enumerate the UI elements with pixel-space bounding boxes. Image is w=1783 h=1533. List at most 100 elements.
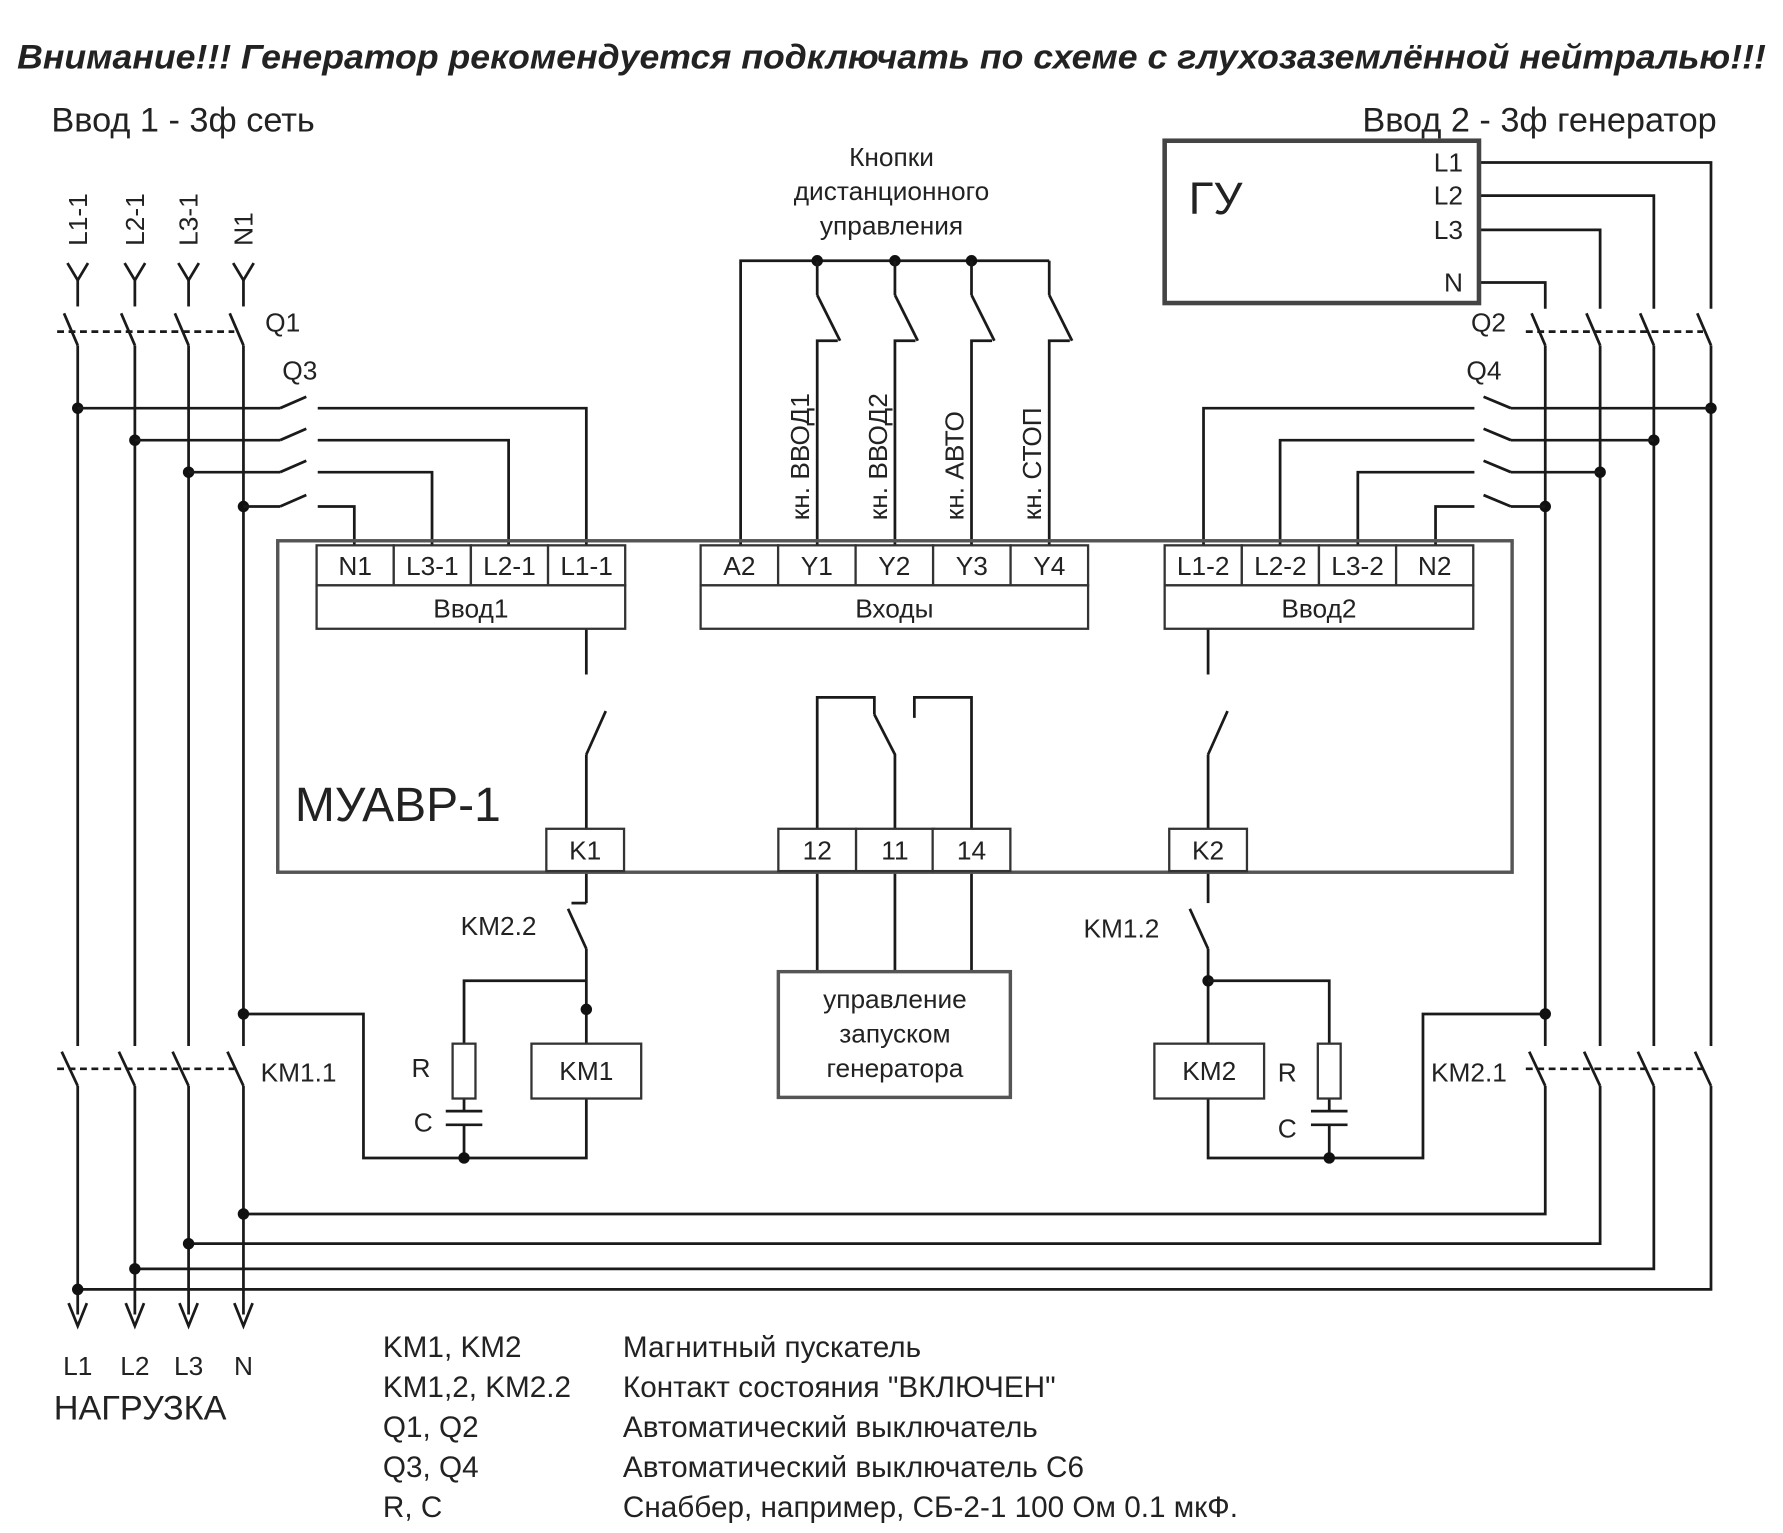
terminal-label: K1 — [569, 836, 601, 866]
terminal-label: L3-1 — [406, 551, 459, 581]
q4-contact — [1483, 459, 1512, 474]
terminal — [854, 827, 935, 873]
km21-contact — [1582, 1051, 1602, 1087]
wire — [188, 1085, 1602, 1246]
vvod1-block — [315, 584, 627, 630]
q2-contact — [1530, 312, 1547, 346]
k2-contact — [1206, 710, 1229, 756]
wire — [1278, 438, 1475, 547]
buttons-caption: дистанционного — [794, 176, 990, 206]
legend-code: R, C — [383, 1491, 442, 1524]
km22-contact — [566, 908, 588, 950]
terminal-label: N2 — [1418, 551, 1452, 581]
junction-dot — [72, 1283, 84, 1296]
button-contact — [893, 294, 920, 342]
q4-contact — [1483, 427, 1512, 442]
input2-label: Ввод 2 - 3ф генератор — [1362, 102, 1716, 140]
q4-label: Q4 — [1466, 356, 1501, 386]
terminal-label: Y1 — [801, 551, 833, 581]
wire — [1478, 281, 1547, 307]
load-phase: L1 — [63, 1351, 92, 1381]
input1-label: Ввод 1 - 3ф сеть — [51, 102, 314, 140]
terminal-label: 12 — [803, 836, 832, 866]
q1-contact — [228, 312, 245, 346]
gen-control-text: запуском — [839, 1019, 950, 1049]
wire — [317, 438, 510, 547]
button-contact — [815, 294, 842, 342]
km11-contact — [171, 1051, 190, 1087]
legend-desc: Снаббер, например, СБ-2-1 100 Ом 0.1 мкФ… — [623, 1491, 1238, 1524]
generator-unit-label: ГУ — [1189, 173, 1244, 224]
button-contact — [1048, 294, 1074, 342]
gen-phase: L3 — [1434, 215, 1463, 245]
q1-contact — [62, 312, 79, 346]
input1-phase: N1 — [229, 212, 259, 246]
q3-label: Q3 — [282, 356, 317, 386]
terminal-label: Y3 — [956, 551, 988, 581]
km2-label: KM2 — [1182, 1056, 1236, 1086]
q2-contact — [1585, 312, 1602, 346]
vvod1-block-label: Ввод1 — [433, 593, 508, 623]
wire — [1047, 339, 1070, 547]
load-arrow — [67, 1302, 89, 1330]
q4-contact — [1483, 395, 1512, 410]
legend-code: Q1, Q2 — [383, 1411, 479, 1444]
input-terminal — [66, 262, 90, 283]
load-arrow — [178, 1302, 200, 1330]
q1-contact — [173, 312, 190, 346]
q2-contact — [1696, 312, 1713, 346]
terminal-label: 14 — [957, 836, 986, 866]
terminal — [1317, 544, 1398, 587]
device-name: МУАВР-1 — [295, 779, 501, 832]
km1-coil — [530, 1042, 643, 1100]
wire — [1208, 979, 1331, 1044]
terminal — [1168, 827, 1249, 873]
km11-label: KM1.1 — [261, 1057, 337, 1087]
load-phase: L3 — [174, 1351, 203, 1381]
wire — [912, 695, 973, 829]
terminal-label: 11 — [881, 836, 908, 866]
vvod2-block — [1163, 584, 1475, 630]
legend-code: KM1, KM2 — [383, 1331, 522, 1364]
terminal — [1163, 544, 1243, 587]
wire — [970, 339, 993, 547]
terminal — [931, 827, 1012, 873]
warning-title: Внимание!!! Генератор рекомендуется подк… — [17, 39, 1766, 77]
terminal — [931, 544, 1012, 587]
wire — [1202, 406, 1475, 547]
legend-desc: Автоматический выключатель — [623, 1411, 1038, 1444]
junction-dot — [237, 1208, 250, 1220]
junction-dot — [580, 1003, 593, 1016]
wire — [1478, 161, 1713, 307]
wire — [243, 1085, 1547, 1216]
wire — [134, 1085, 1656, 1271]
junction-dot — [811, 255, 823, 267]
inputs-block-label: Входы — [855, 593, 933, 623]
gen-control-text: управление — [823, 984, 967, 1014]
wire — [317, 406, 588, 547]
relay-contact — [873, 713, 897, 829]
junction-dot — [129, 434, 141, 446]
load-phase: N — [234, 1351, 253, 1381]
terminal-label: L2-1 — [483, 551, 536, 581]
wire — [243, 1012, 588, 1160]
generator-unit — [1162, 138, 1482, 306]
terminal-label: L3-2 — [1331, 551, 1384, 581]
terminal-label: A2 — [723, 551, 755, 581]
vvod2-block-label: Ввод2 — [1281, 593, 1356, 623]
terminal-label: N1 — [338, 551, 372, 581]
km11-contact — [226, 1051, 245, 1087]
legend: KM1, KM2 Магнитный пускатель KM1,2, KM2.… — [383, 1331, 1238, 1524]
km2-coil — [1153, 1042, 1266, 1100]
km12-label: KM1.2 — [1084, 913, 1160, 943]
junction-dot — [129, 1263, 141, 1275]
input1-phase: L1-1 — [63, 193, 93, 246]
q2-label: Q2 — [1471, 308, 1506, 338]
q1-label: Q1 — [265, 308, 300, 338]
q3-contact — [279, 427, 307, 442]
terminal-label: L2-2 — [1254, 551, 1307, 581]
terminal-label: K2 — [1192, 836, 1224, 866]
wire — [317, 505, 356, 547]
